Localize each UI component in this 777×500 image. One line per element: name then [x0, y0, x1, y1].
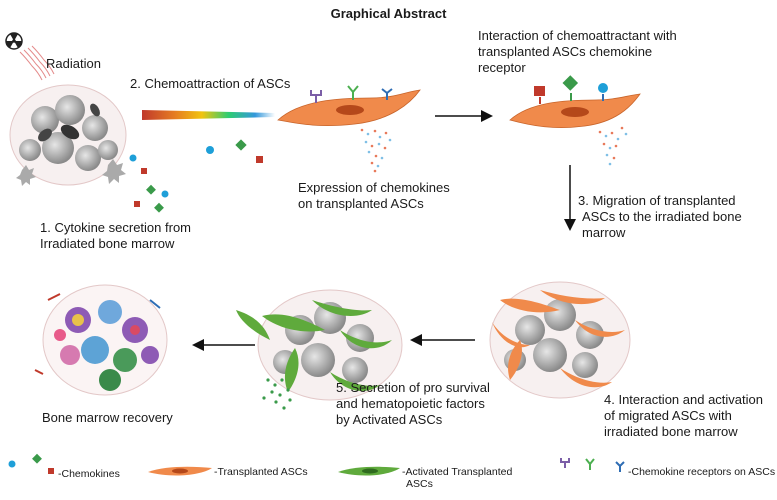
legend-transplanted-label: -Transplanted ASCs [214, 466, 308, 478]
legend-activated-label: -Activated Transplanted ASCs [402, 466, 512, 490]
step4-line3: irradiated bone marrow [604, 424, 738, 439]
legend-receptors-label: -Chemokine receptors on ASCs [628, 466, 776, 478]
step5-line2: and hematopoietic factors [336, 396, 485, 411]
expression-line1: Expression of chemokines [298, 180, 450, 195]
chemokine-secretion-dots-right [598, 126, 628, 166]
step4-line1: 4. Interaction and activation [604, 392, 763, 407]
legend-chemokines-icon [8, 453, 54, 474]
marrow-with-migrated-ascs [489, 281, 631, 399]
expression-line2: on transplanted ASCs [298, 196, 424, 211]
chemokines-cluster-middle [206, 139, 263, 163]
recovery-label: Bone marrow recovery [42, 410, 173, 425]
asc-with-bound-chemokines [509, 75, 641, 128]
legend-transplanted-asc-icon [148, 466, 212, 476]
receptor-green-icon [347, 85, 359, 100]
step3-line2: ASCs to the irradiated bone [582, 209, 742, 224]
legend-activated-line2: ASCs [406, 478, 433, 490]
legend-receptors-icon [560, 458, 625, 472]
step1-line1: 1. Cytokine secretion from [40, 220, 192, 235]
step5-label: 5. Secretion of pro survival and hematop… [336, 380, 490, 428]
radiation-rays-icon [19, 45, 55, 81]
receptor-blue-icon [381, 88, 393, 100]
interaction-label: Interaction of chemoattractant with tran… [478, 28, 738, 76]
chemokine-secretion-dots [360, 128, 392, 173]
step3-line3: marrow [582, 225, 626, 240]
step4-line2: of migrated ASCs with [604, 408, 732, 423]
step1-line2: Irradiated bone marrow [40, 236, 175, 251]
step3-label: 3. Migration of transplanted ASCs to the… [578, 193, 742, 241]
graphical-abstract-title: Graphical Abstract [330, 6, 447, 21]
expression-label: Expression of chemokines on transplanted… [298, 180, 450, 212]
legend-activated-asc-icon [338, 466, 400, 476]
marrow-with-activated-ascs [236, 289, 403, 401]
pro-survival-factor-dots [262, 378, 292, 410]
transplanted-asc-cell [277, 85, 421, 127]
radiation-icon [5, 32, 23, 50]
receptor-purple-icon [310, 90, 322, 103]
interaction-line2: transplanted ASCs chemokine [478, 44, 653, 59]
recovered-bone-marrow [34, 284, 168, 396]
step5-line3: by Activated ASCs [336, 412, 443, 427]
step3-line1: 3. Migration of transplanted [578, 193, 736, 208]
step5-line1: 5. Secretion of pro survival [336, 380, 490, 395]
step2-label: 2. Chemoattraction of ASCs [130, 76, 291, 91]
irradiated-bone-marrow [9, 84, 127, 186]
legend-activated-line1: -Activated Transplanted [402, 466, 513, 478]
interaction-line1: Interaction of chemoattractant with [478, 28, 677, 43]
interaction-line3: receptor [478, 60, 526, 75]
chemoattraction-gradient [142, 110, 275, 120]
step4-label: 4. Interaction and activation of migrate… [604, 392, 763, 440]
radiation-label: Radiation [46, 56, 101, 71]
chemokines-cluster-left [129, 154, 169, 213]
step1-label: 1. Cytokine secretion from Irradiated bo… [40, 220, 191, 252]
legend-chemokines-label: -Chemokines [58, 468, 120, 480]
